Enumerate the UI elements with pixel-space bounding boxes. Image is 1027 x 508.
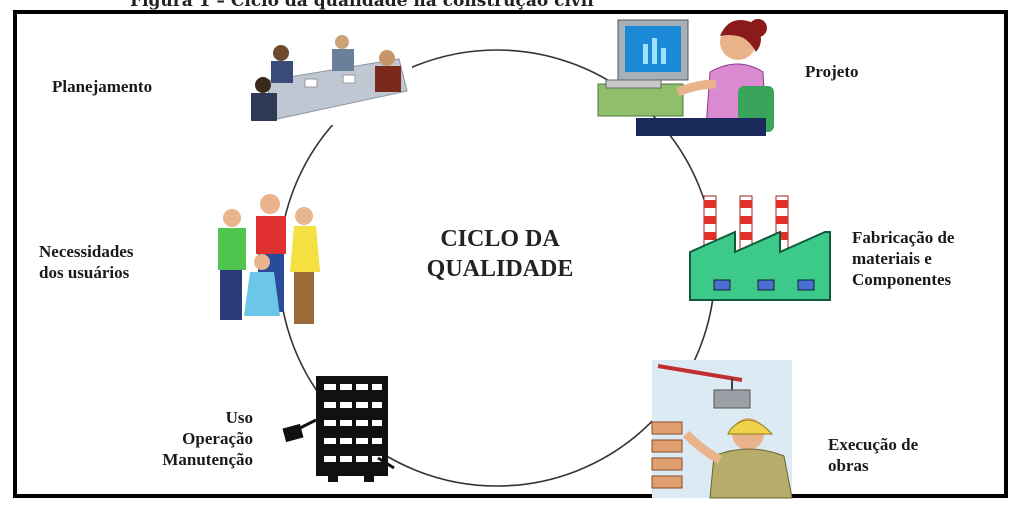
label-execucao-line1: Execução de — [828, 435, 919, 454]
label-uso: Uso Operação Manutenção — [143, 407, 253, 470]
label-necessidades-line2: dos usuários — [39, 263, 130, 282]
computer-designer-icon — [597, 19, 774, 136]
building-icon — [282, 376, 395, 482]
label-necessidades-line1: Necessidades — [39, 242, 134, 261]
label-fabricacao-line2: materiais e — [852, 249, 932, 268]
figure-caption: Figura 1 – Ciclo da qualidade na constru… — [130, 0, 594, 11]
label-execucao: Execução de obras — [828, 434, 918, 476]
label-necessidades: Necessidades dos usuários — [39, 241, 133, 283]
label-uso-line3: Manutenção — [162, 450, 253, 469]
meeting-icon — [247, 33, 412, 125]
label-fabricacao-line1: Fabricação de — [852, 228, 955, 247]
cycle-title: CICLO DA QUALIDADE — [390, 224, 610, 284]
cycle-title-line2: QUALIDADE — [426, 256, 574, 282]
construction-worker-icon — [651, 360, 793, 499]
label-fabricacao: Fabricação de materiais e Componentes — [852, 227, 954, 290]
family-icon — [218, 194, 320, 324]
label-execucao-line2: obras — [828, 456, 869, 475]
label-uso-line1: Uso — [225, 408, 253, 427]
label-fabricacao-line3: Componentes — [852, 270, 952, 289]
cycle-title-line1: CICLO DA — [440, 226, 560, 252]
diagram-frame — [13, 10, 1008, 498]
label-planejamento: Planejamento — [52, 77, 153, 96]
label-uso-line2: Operação — [182, 429, 253, 448]
factory-icon — [689, 195, 831, 301]
label-projeto: Projeto — [805, 62, 859, 81]
